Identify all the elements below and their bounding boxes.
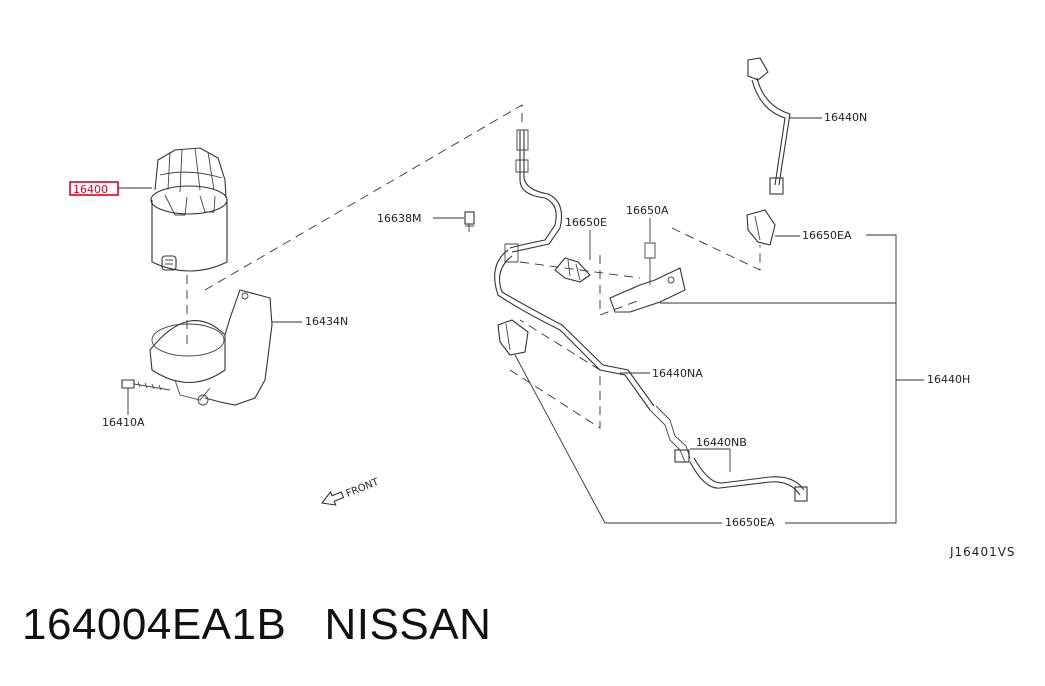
front-label: FRONT bbox=[345, 476, 382, 499]
footer-caption: 164004EA1B NISSAN bbox=[22, 600, 491, 650]
bracket-locator-line bbox=[671, 227, 761, 271]
bracket-16650A[interactable] bbox=[609, 242, 686, 313]
clip-16650EA-bottom[interactable] bbox=[497, 319, 529, 356]
front-direction-indicator: FRONT bbox=[320, 476, 382, 506]
callout-16440H-label: 16440H bbox=[927, 373, 970, 386]
bolt-16410A[interactable] bbox=[121, 379, 171, 415]
brand-name: NISSAN bbox=[324, 600, 492, 649]
diagram-code: J16401VS bbox=[949, 545, 1016, 559]
callout-16650A-label: 16650A bbox=[626, 204, 669, 217]
fuel-hose-16440NB[interactable] bbox=[649, 405, 808, 502]
callout-16650E-label: 16650E bbox=[565, 216, 607, 229]
highlight-box bbox=[69, 181, 119, 196]
clip-locator-line bbox=[519, 261, 641, 279]
callout-16638M-label: 16638M bbox=[377, 212, 421, 225]
fuel-hose-16440NA[interactable] bbox=[494, 129, 655, 411]
filter-bracket[interactable] bbox=[149, 289, 302, 406]
callout-16400-label: 16400 bbox=[73, 183, 108, 196]
filter-locator-line bbox=[204, 104, 523, 291]
callout-16434N-label: 16434N bbox=[305, 315, 348, 328]
callout-16440NB-label: 16440NB bbox=[696, 436, 747, 449]
callout-16440N-label: 16440N bbox=[824, 111, 867, 124]
clip-locator-line-2 bbox=[599, 255, 641, 316]
callout-16410A-label: 16410A bbox=[102, 416, 145, 429]
callout-16400[interactable]: 16400 bbox=[69, 181, 152, 196]
clip-16650EA-top[interactable] bbox=[746, 209, 776, 246]
front-arrow-icon bbox=[320, 490, 345, 506]
callout-16650EA-bottom-label: 16650EA bbox=[725, 516, 775, 529]
clip-16650E[interactable] bbox=[554, 257, 591, 283]
callout-16650EA-top-label: 16650EA bbox=[802, 229, 852, 242]
fitting-16638M[interactable] bbox=[464, 211, 475, 232]
group-16440H-bracket bbox=[660, 234, 924, 524]
part-number: 164004EA1B bbox=[22, 600, 287, 649]
callout-16440NA-label: 16440NA bbox=[652, 367, 703, 380]
fuel-hose-16440N[interactable] bbox=[747, 57, 791, 195]
lower-clip-locator bbox=[509, 319, 601, 429]
fuel-filter-assembly[interactable] bbox=[150, 147, 228, 272]
